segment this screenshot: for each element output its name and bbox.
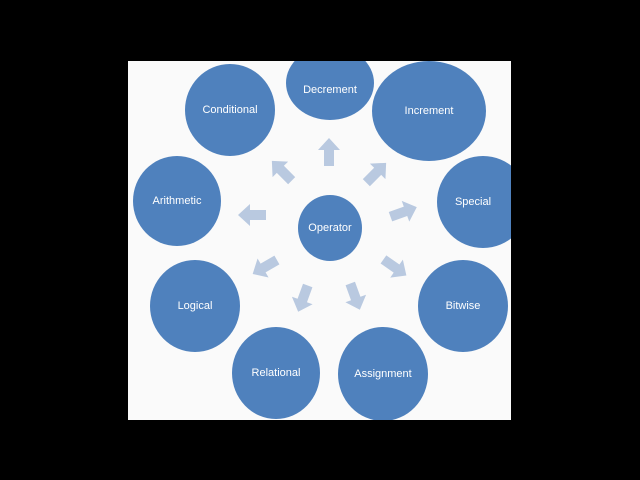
node-conditional-label: Conditional [202,104,258,116]
node-decrement: Decrement [286,61,374,120]
node-conditional: Conditional [185,64,275,156]
arrow-to-special [386,196,421,228]
node-operator-center: Operator [298,195,362,261]
arrow-to-bitwise [377,250,413,285]
diagram-slide: Decrement Increment Conditional Arithmet… [128,61,511,420]
arrow-to-logical [247,250,283,284]
arrow-to-assignment [339,279,371,314]
node-arithmetic-label: Arithmetic [152,195,202,207]
node-logical-label: Logical [177,300,213,312]
node-bitwise-label: Bitwise [445,300,481,312]
node-decrement-label: Decrement [303,84,357,96]
node-logical: Logical [150,260,240,352]
node-bitwise: Bitwise [418,260,508,352]
node-assignment-label: Assignment [354,368,412,380]
node-operator-label: Operator [308,222,352,234]
arrow-to-conditional [264,153,300,189]
node-increment-label: Increment [404,105,454,117]
node-assignment: Assignment [338,327,428,420]
node-special: Special [437,156,511,248]
arrow-to-relational [287,281,319,316]
node-relational: Relational [232,327,320,419]
node-special-label: Special [454,196,492,208]
arrow-to-arithmetic [238,204,266,226]
node-arithmetic: Arithmetic [133,156,221,246]
arrow-to-increment [358,155,394,191]
arrow-to-decrement [318,138,340,166]
node-increment: Increment [372,61,486,161]
node-relational-label: Relational [251,367,301,379]
